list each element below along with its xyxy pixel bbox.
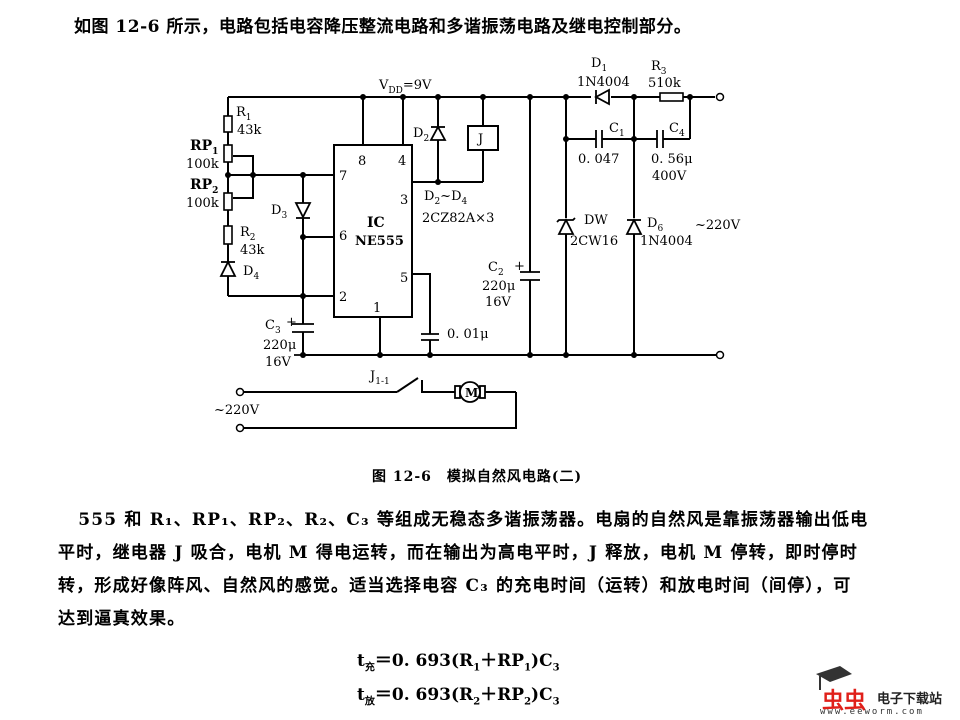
terminals	[235, 92, 725, 433]
formula-charge: t充＝0. 693(R1＋RP1)C3	[357, 651, 560, 674]
wires	[227, 96, 720, 429]
rp1-label: RP1	[190, 138, 218, 157]
diode-d4	[219, 259, 237, 277]
resistor-r2	[223, 225, 233, 245]
dw-part: 2CW16	[570, 234, 618, 249]
dw-label: DW	[584, 213, 608, 228]
capacitor-c4	[656, 130, 664, 148]
c4-voltage: 400V	[652, 169, 687, 184]
diode-d6	[625, 217, 643, 235]
paragraph-line: 转，形成好像阵风、自然风的感觉。适当选择电容 C₃ 的充电时间（运转）和放电时间…	[58, 576, 852, 596]
rp2-label: RP2	[190, 177, 218, 196]
r2-label: R2	[240, 225, 256, 243]
intro-text: 如图 12-6 所示，电路包括电容降压整流电路和多谐振荡电路及继电控制部分。	[74, 17, 692, 37]
c3-voltage: 16V	[265, 355, 292, 370]
ic-pin-5: 5	[400, 271, 408, 286]
potentiometer-rp2	[223, 192, 233, 211]
r1-label: R1	[236, 105, 252, 123]
d2-d4-part: 2CZ82A×3	[422, 211, 494, 226]
d3-label: D3	[271, 203, 287, 221]
paragraph-line: 达到逼真效果。	[58, 609, 186, 629]
resistor-r3	[659, 92, 684, 102]
c1-label: C1	[609, 121, 625, 139]
watermark-url: www.eeworm.com	[820, 707, 924, 717]
d2-label: D2	[413, 126, 429, 144]
formula-discharge: t放＝0. 693(R2＋RP2)C3	[357, 685, 560, 708]
description-paragraph: 555 和 R₁、RP₁、RP₂、R₂、C₃ 等组成无稳态多谐振荡器。电扇的自然…	[58, 504, 918, 636]
terminal-bottom	[715, 350, 725, 360]
ac-input-label: ~220V	[695, 218, 741, 233]
graduation-cap-icon	[816, 666, 852, 682]
diode-d2	[429, 125, 447, 141]
ac-motor-label: ~220V	[214, 403, 260, 418]
potentiometer-rp1	[223, 144, 233, 163]
terminal-motor-b	[235, 423, 245, 433]
d1-part: 1N4004	[577, 75, 630, 90]
c5-value: 0. 01μ	[447, 327, 489, 342]
ic-name: IC	[367, 215, 385, 231]
c2-value: 220μ	[482, 279, 515, 294]
bug-logo-icon: 虫虫	[822, 688, 866, 714]
figure-caption: 图 12-6 模拟自然风电路(二)	[372, 469, 583, 485]
c3-plus: +	[286, 315, 297, 330]
c4-value: 0. 56μ	[651, 152, 693, 167]
d6-part: 1N4004	[640, 234, 693, 249]
diode-d3	[294, 202, 312, 220]
switch-label: J1-1	[368, 369, 390, 387]
circuit-diagram: + + VDD=9V R1 43k RP1 100k RP2 100k R2 4…	[186, 56, 741, 433]
paragraph-line: 平时，继电器 J 吸合，电机 M 得电运转，而在输出为高电平时，J 释放，电机 …	[58, 543, 858, 563]
relay-label: J	[476, 132, 483, 147]
ic-pin-8: 8	[358, 154, 366, 169]
c2-voltage: 16V	[485, 295, 512, 310]
r1-value: 43k	[237, 123, 262, 138]
ic-pin-2: 2	[339, 290, 347, 305]
d1-label: D1	[591, 56, 607, 74]
vdd-label: VDD=9V	[378, 78, 432, 96]
rp1-value: 100k	[186, 157, 219, 172]
ic-pin-4: 4	[398, 154, 406, 169]
d2-d4-label: D2~D4	[424, 189, 468, 207]
motor-label: M	[465, 386, 478, 400]
paragraph-line: 555 和 R₁、RP₁、RP₂、R₂、C₃ 等组成无稳态多谐振荡器。电扇的自然…	[60, 510, 869, 530]
motor-m	[454, 381, 486, 403]
capacitor-c5	[421, 333, 439, 341]
resistor-r1	[223, 115, 233, 133]
ic-part: NE555	[355, 234, 404, 249]
capacitor-c3	[292, 323, 314, 356]
c3-label: C3	[265, 318, 281, 336]
c3-value: 220μ	[263, 338, 296, 353]
capacitor-c2	[520, 271, 540, 281]
zener-dw	[556, 217, 576, 235]
terminal-motor-a	[235, 387, 245, 397]
c1-value: 0. 047	[578, 152, 619, 167]
ic-pin-6: 6	[339, 229, 347, 244]
capacitor-c1	[595, 130, 603, 148]
d6-label: D6	[647, 216, 663, 234]
d4-label: D4	[243, 264, 259, 282]
watermark-logo: 虫虫	[816, 666, 866, 714]
ic-pin-1: 1	[373, 301, 381, 316]
terminal-top	[715, 92, 725, 102]
c2-label: C2	[488, 260, 504, 278]
junctions	[225, 94, 693, 358]
r3-value: 510k	[648, 76, 681, 91]
c2-plus: +	[514, 259, 525, 274]
ic-pin-7: 7	[339, 169, 347, 184]
ic-pin-3: 3	[400, 193, 408, 208]
c4-label: C4	[669, 121, 685, 139]
r2-value: 43k	[240, 243, 265, 258]
watermark-name: 电子下载站	[877, 692, 943, 707]
rp2-value: 100k	[186, 196, 219, 211]
r3-label: R3	[651, 59, 667, 77]
diode-d1	[594, 88, 610, 106]
